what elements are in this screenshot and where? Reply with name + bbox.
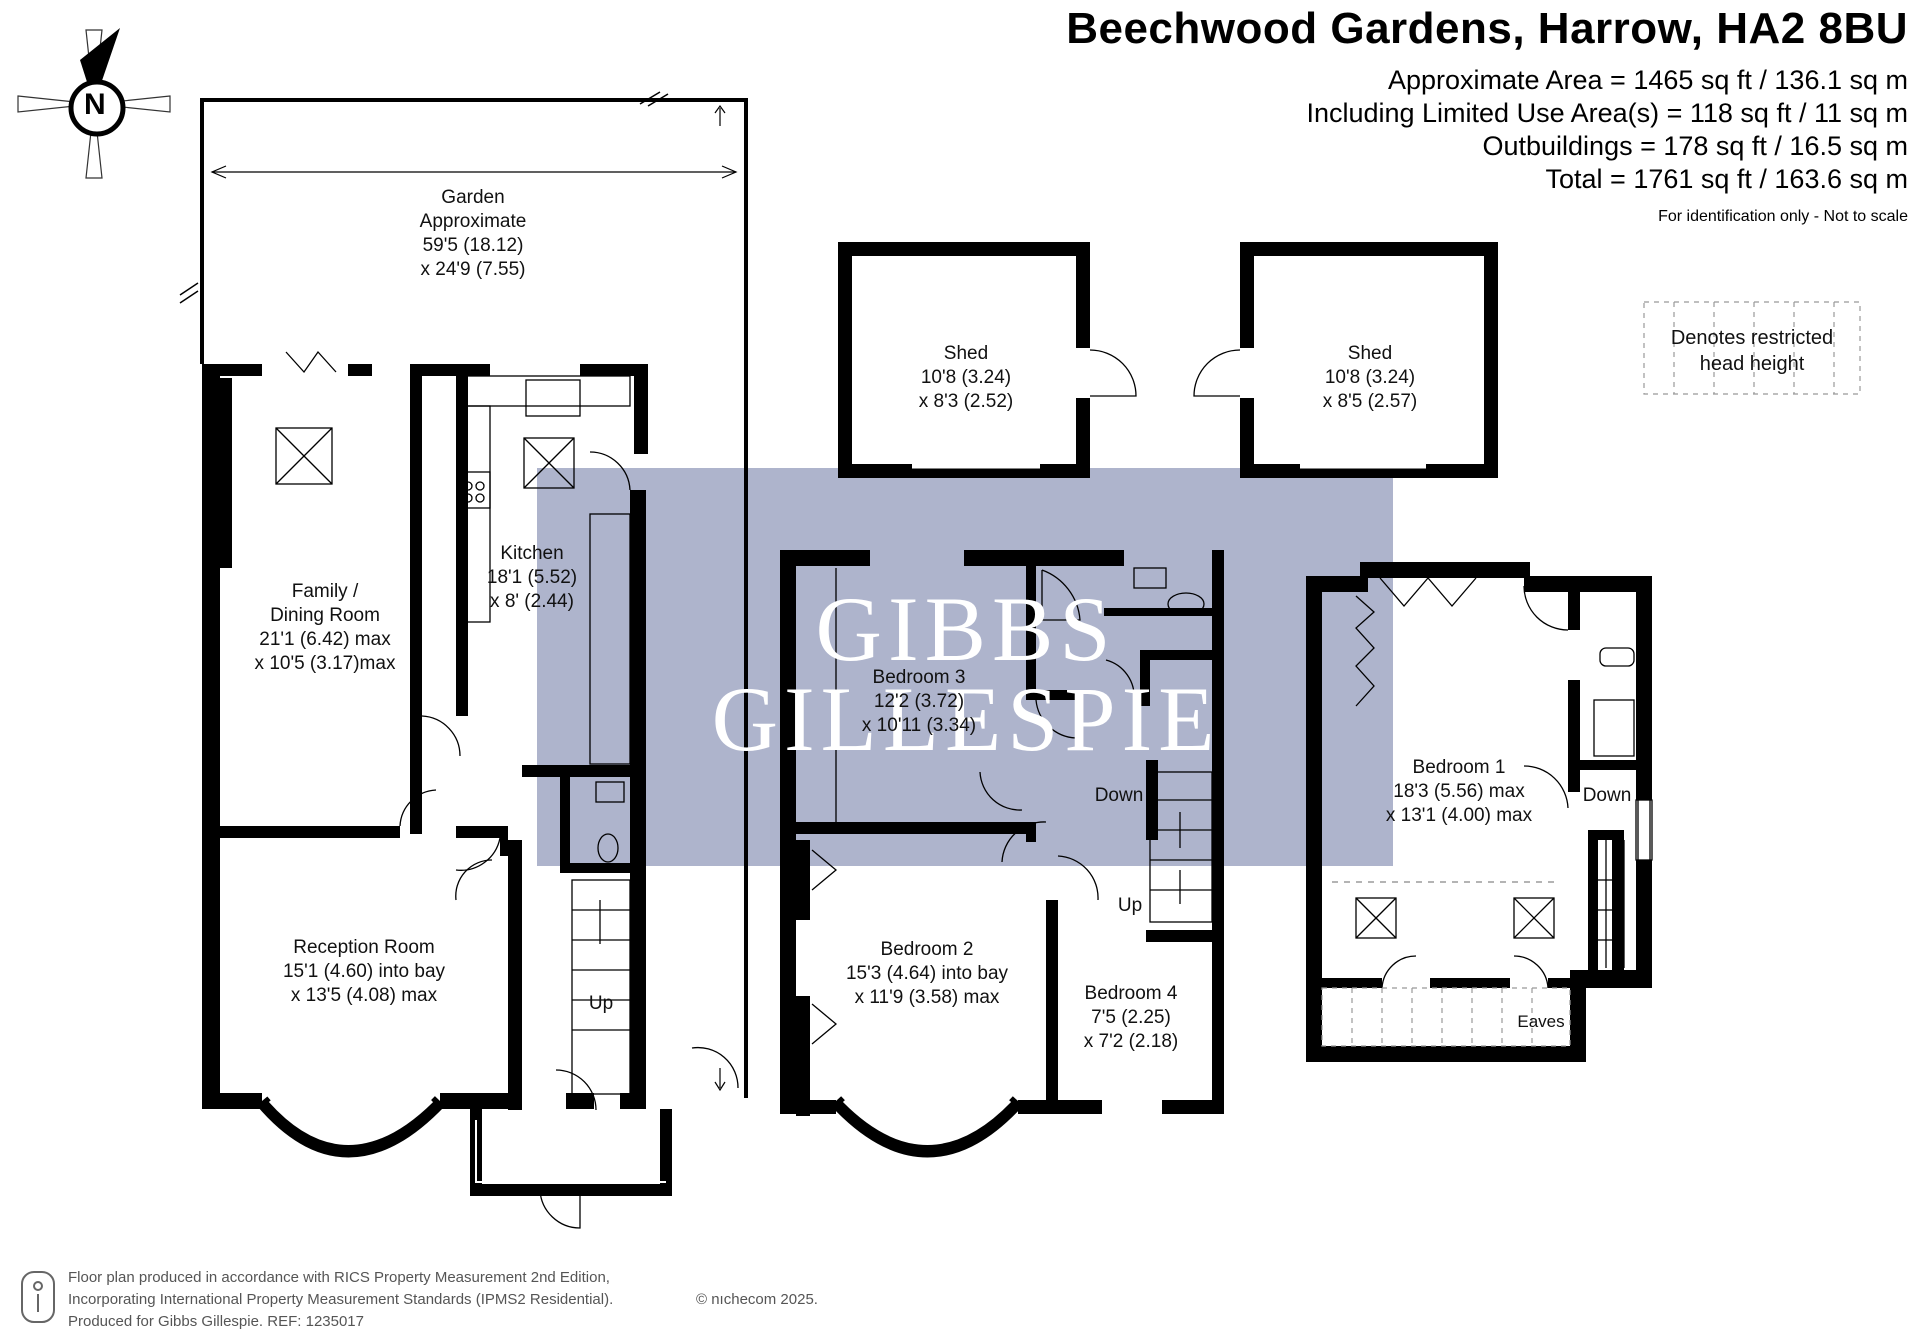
bedroom-1-label: Bedroom 1 18'3 (5.56) max x 13'1 (4.00) …: [1386, 756, 1532, 828]
garden-name: Garden: [441, 187, 505, 208]
shed-1-label: Shed 10'8 (3.24) x 8'3 (2.52): [919, 342, 1013, 414]
ground-stairs-up-label: Up: [588, 993, 614, 1014]
bedroom-2-length: 15'3 (4.64) into bay: [845, 963, 1009, 984]
bedroom-2-label: Bedroom 2 15'3 (4.64) into bay x 11'9 (3…: [846, 938, 1008, 1010]
limited-use-area-line: Including Limited Use Area(s) = 118 sq f…: [1306, 98, 1908, 128]
kitchen-length: 18'1 (5.52): [486, 567, 578, 588]
family-dining-name-1: Family /: [291, 581, 359, 602]
legend-text-line-2: head height: [1699, 353, 1805, 375]
shed-2-width: x 8'5 (2.57): [1322, 391, 1418, 412]
compass-icon: [17, 28, 171, 179]
second-floor-fittings: [1332, 577, 1653, 989]
family-dining-name-2: Dining Room: [270, 605, 380, 626]
bedroom-1-name: Bedroom 1: [1412, 757, 1506, 778]
bedroom-2-width: x 11'9 (3.58) max: [854, 987, 1000, 1008]
garden-length: 59'5 (18.12): [422, 235, 524, 256]
garden-label: Garden Approximate 59'5 (18.12) x 24'9 (…: [420, 186, 527, 282]
bedroom-3-length: 12'2 (3.72): [873, 691, 965, 712]
legend-text-line-1: Denotes restricted: [1670, 327, 1834, 349]
family-dining-length: 21'1 (6.42) max: [259, 629, 391, 650]
first-floor-walls: [780, 550, 1224, 1116]
reception-width: x 13'5 (4.08) max: [290, 985, 438, 1006]
bedroom-4-length: 7'5 (2.25): [1091, 1007, 1171, 1028]
property-address-title: Beechwood Gardens, Harrow, HA2 8BU: [1066, 4, 1908, 53]
footer-rics-note: Floor plan produced in accordance with R…: [68, 1269, 610, 1286]
family-dining-width: x 10'5 (3.17)max: [254, 653, 396, 674]
garden-width: x 24'9 (7.55): [420, 259, 526, 280]
second-floor-down-label: Down: [1582, 785, 1632, 806]
first-floor-up-label: Up: [1117, 895, 1143, 916]
bedroom-4-label: Bedroom 4 7'5 (2.25) x 7'2 (2.18): [1084, 982, 1178, 1054]
person-info-icon: [21, 1271, 55, 1323]
kitchen-name: Kitchen: [500, 543, 564, 564]
ground-bay-windows: [256, 1096, 672, 1196]
total-area-line: Total = 1761 sq ft / 163.6 sq m: [1545, 164, 1908, 194]
outbuildings-area-line: Outbuildings = 178 sq ft / 16.5 sq m: [1482, 131, 1908, 161]
kitchen-label: Kitchen 18'1 (5.52) x 8' (2.44): [487, 542, 577, 614]
bedroom-1-width: x 13'1 (4.00) max: [1385, 805, 1533, 826]
shed-2-length: 10'8 (3.24): [1324, 367, 1416, 388]
shed-1-width: x 8'3 (2.52): [918, 391, 1014, 412]
shed-2-door: [1193, 349, 1426, 469]
first-floor-down-label: Down: [1094, 785, 1144, 806]
watermark-line-1: GIBBS: [815, 578, 1117, 680]
bedroom-4-name: Bedroom 4: [1084, 983, 1178, 1004]
bedroom-2-name: Bedroom 2: [880, 939, 974, 960]
bedroom-1-length: 18'3 (5.56) max: [1393, 781, 1525, 802]
shed-1-name: Shed: [943, 343, 989, 364]
bedroom-3-name: Bedroom 3: [872, 667, 966, 688]
bedroom-3-label: Bedroom 3 12'2 (3.72) x 10'11 (3.34): [862, 666, 976, 738]
reception-room-label: Reception Room 15'1 (4.60) into bay x 13…: [283, 936, 445, 1008]
bedroom-3-width: x 10'11 (3.34): [861, 715, 977, 736]
footer-produced-for: Produced for Gibbs Gillespie. REF: 12350…: [68, 1313, 364, 1330]
not-to-scale-note: For identification only - Not to scale: [1658, 208, 1908, 225]
watermark-line-2: GILLESPIE: [711, 668, 1221, 770]
garden-qualifier: Approximate: [419, 211, 527, 232]
garden-outline: [179, 91, 748, 1098]
ground-fittings: [275, 350, 739, 1229]
compass-north-label: N: [84, 88, 106, 121]
approximate-area-line: Approximate Area = 1465 sq ft / 136.1 sq…: [1387, 65, 1908, 95]
reception-length: 15'1 (4.60) into bay: [282, 961, 446, 982]
eaves-area: [1321, 987, 1571, 1047]
footer-ipms-note: Incorporating International Property Mea…: [68, 1291, 614, 1308]
shed-2-name: Shed: [1347, 343, 1393, 364]
footer-copyright: © nıchecom 2025.: [696, 1291, 818, 1308]
bedroom-4-width: x 7'2 (2.18): [1083, 1031, 1179, 1052]
eaves-label: Eaves: [1517, 1012, 1565, 1031]
kitchen-width: x 8' (2.44): [490, 591, 574, 612]
restricted-head-height-legend-box: [1643, 301, 1861, 395]
ground-floor-walls: [202, 364, 648, 1110]
shed-2-label: Shed 10'8 (3.24) x 8'5 (2.57): [1323, 342, 1417, 414]
family-dining-room-label: Family / Dining Room 21'1 (6.42) max x 1…: [255, 580, 396, 676]
watermark-band: [537, 468, 1393, 866]
first-floor-fittings: [811, 567, 1213, 1158]
reception-name: Reception Room: [293, 937, 435, 958]
shed-1-length: 10'8 (3.24): [920, 367, 1012, 388]
second-floor-walls: [1306, 562, 1652, 1062]
shed-1-door: [912, 349, 1137, 469]
